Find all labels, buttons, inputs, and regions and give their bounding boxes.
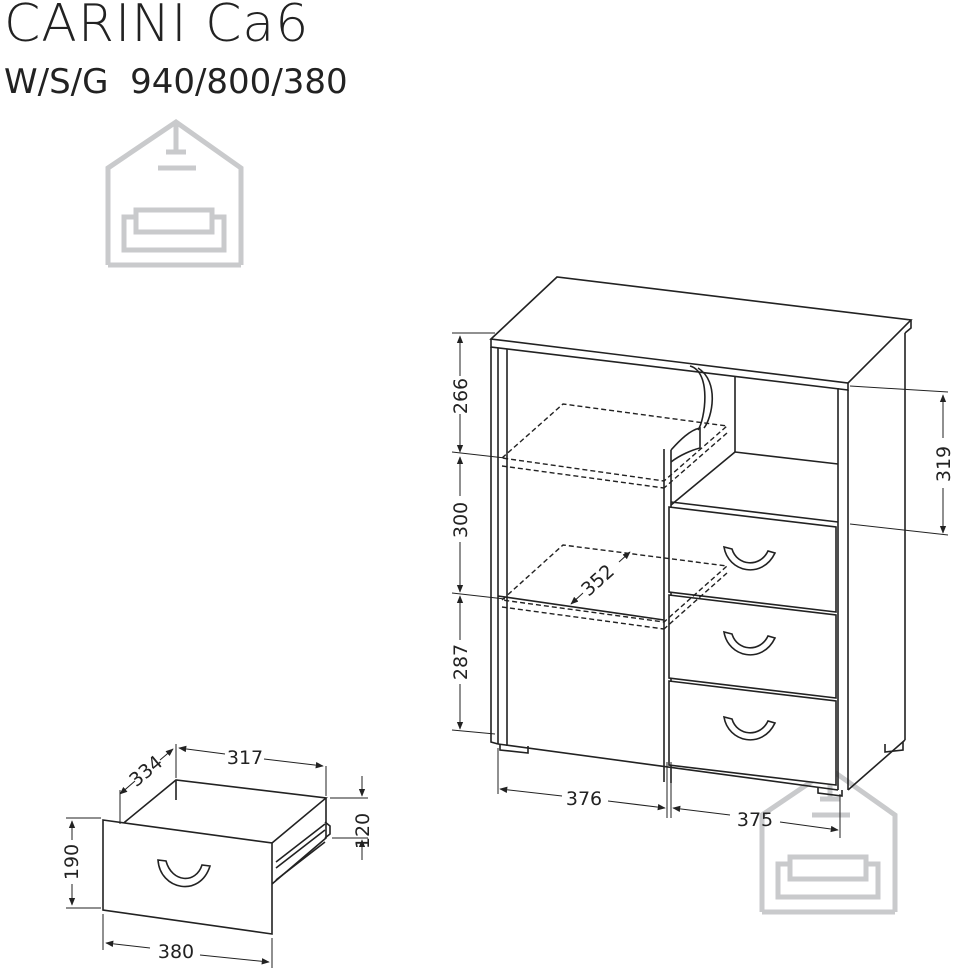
dim-left-width: 376: [566, 788, 602, 810]
dim-drawer-side-height: 120: [352, 813, 374, 849]
drawer-detail-drawing: [66, 744, 368, 968]
dim-middle-shelf-height: 300: [450, 502, 472, 538]
drawer-handle-icon: [723, 545, 777, 571]
dim-drawer-front-width: 380: [158, 941, 194, 963]
cabinet-drawing: [451, 276, 949, 838]
dim-drawer-inner-depth: 334: [125, 751, 167, 791]
dim-drawer-front-height: 190: [61, 844, 83, 880]
house-sofa-logo-icon: [759, 765, 898, 915]
drawer-handle-icon: [723, 630, 777, 656]
dim-lower-shelf-height: 287: [450, 644, 472, 680]
drawer-handle-icon: [723, 715, 777, 741]
dim-shelf-depth: 352: [577, 560, 619, 601]
dim-right-width: 375: [737, 809, 773, 831]
model-title: CARINI Ca6: [4, 0, 310, 54]
dim-right-open-height: 319: [933, 446, 953, 482]
house-sofa-logo-icon: [105, 118, 244, 268]
dim-upper-shelf-height: 266: [450, 378, 472, 414]
dimensions-subtitle: W/S/G 940/800/380: [4, 62, 348, 102]
dim-drawer-inner-width: 317: [227, 747, 263, 769]
drawer-handle-icon: [157, 859, 212, 888]
